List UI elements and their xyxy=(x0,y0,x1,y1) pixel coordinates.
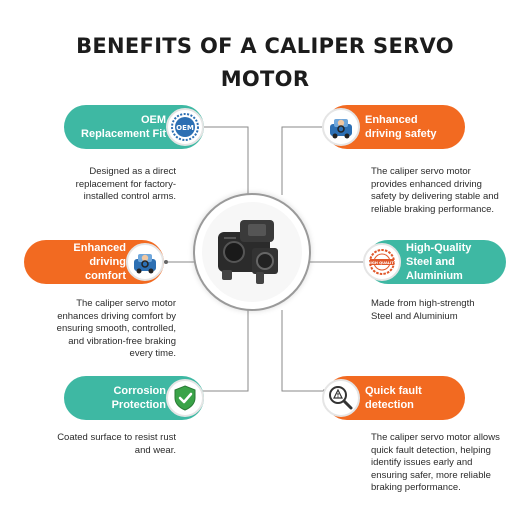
benefit-description: The caliper servo motor enhances driving… xyxy=(56,298,176,359)
benefit-label: Enhanced driving comfort xyxy=(73,242,126,282)
benefit-label: High-Quality Steel and Aluminium xyxy=(406,242,472,282)
servo-motor-icon xyxy=(218,220,278,284)
benefit-label: Corrosion Protection xyxy=(111,385,166,411)
driver-car-icon xyxy=(126,243,164,281)
benefit-description: The caliper servo motor allows quick fau… xyxy=(371,432,500,493)
servo-motor-image xyxy=(193,193,311,311)
driver-car-icon xyxy=(322,108,360,146)
benefit-label: Enhanced driving safety xyxy=(365,114,437,140)
shield-check-icon xyxy=(166,379,204,417)
benefit-description: Coated surface to resist rust and wear. xyxy=(57,432,176,456)
benefit-description: Designed as a direct replacement for fac… xyxy=(75,166,176,202)
benefit-description: Made from high-strength Steel and Alumin… xyxy=(371,298,475,322)
quality-stamp-icon: HIGH QUALITY xyxy=(363,243,401,281)
benefit-label: Quick fault detection xyxy=(365,385,422,411)
page-title: BENEFITS OF A CALIPER SERVO MOTOR xyxy=(76,34,454,91)
benefit-description: The caliper servo motor provides enhance… xyxy=(371,166,499,215)
quality-badge-text: HIGH QUALITY xyxy=(368,261,397,265)
benefit-label: OEM Replacement Fit xyxy=(81,114,166,140)
magnifier-warning-icon xyxy=(322,379,360,417)
oem-seal-icon: OEM xyxy=(166,108,204,146)
oem-badge-text: OEM xyxy=(176,124,194,132)
